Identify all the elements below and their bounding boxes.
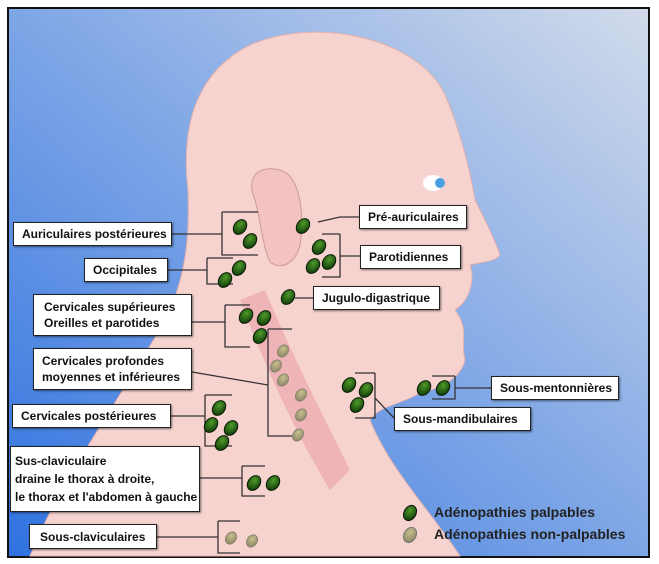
label-cervicales-superieures: Cervicales supérieures Oreilles et parot… [33, 294, 192, 336]
palpable-node [416, 380, 432, 396]
leader-line [432, 375, 491, 400]
label-sus-claviculaire: Sus-claviculaire draine le thorax à droi… [10, 446, 200, 512]
leader-line [322, 233, 360, 278]
palpable-node [265, 475, 281, 491]
label-occipitales: Occipitales [84, 258, 168, 282]
palpable-node [238, 308, 254, 324]
palpable-node [232, 219, 248, 235]
non-palpable-node [294, 388, 308, 402]
lymph-nodes [203, 218, 451, 548]
palpable-node [246, 475, 262, 491]
non-palpable-node [224, 531, 238, 545]
legend-palpable-label: Adénopathies palpables [434, 504, 596, 520]
label-line: Cervicales profondes [42, 354, 165, 368]
label-cervicales-posterieures: Cervicales postérieures [12, 404, 171, 428]
label-line: moyennes et inférieures [42, 370, 181, 384]
leader-line [241, 465, 265, 497]
palpable-node [280, 289, 296, 305]
palpable-node [242, 233, 258, 249]
iris [435, 178, 445, 188]
label-pre-auriculaires: Pré-auriculaires [359, 205, 467, 229]
non-palpable-node [294, 408, 308, 422]
palpable-node [211, 400, 227, 416]
palpable-node [217, 272, 233, 288]
non-palpable-node [276, 373, 290, 387]
palpable-node [231, 260, 247, 276]
non-palpable-node [291, 428, 305, 442]
palpable-node [305, 258, 321, 274]
non-palpable-node [269, 359, 283, 373]
palpable-node [295, 218, 311, 234]
label-sous-mandibulaires: Sous-mandibulaires [394, 407, 531, 431]
label-line: Sus-claviculaire [15, 454, 107, 468]
leader-line [224, 304, 250, 348]
leader-line [267, 328, 292, 437]
leader-line [221, 211, 258, 256]
leader-line [217, 520, 240, 554]
palpable-node [311, 239, 327, 255]
palpable-node [223, 420, 239, 436]
label-jugulo-digastrique: Jugulo-digastrique [313, 286, 440, 310]
label-line: draine le thorax à droite, [15, 472, 155, 486]
label-line: Oreilles et parotides [44, 316, 160, 330]
label-sous-claviculaires: Sous-claviculaires [29, 524, 157, 549]
label-line: Cervicales supérieures [44, 300, 176, 314]
label-line: le thorax et l'abdomen à gauche [15, 490, 198, 504]
palpable-node [358, 382, 374, 398]
leader-lines [157, 211, 491, 554]
ear [251, 168, 303, 267]
palpable-node [214, 435, 230, 451]
leader-line [317, 216, 359, 223]
palpable-node [435, 380, 451, 396]
label-sous-mentonnieres: Sous-mentonnières [491, 376, 619, 400]
palpable-node [349, 397, 365, 413]
palpable-node [203, 417, 219, 433]
palpable-node [341, 377, 357, 393]
label-cervicales-profondes: Cervicales profondes moyennes et inférie… [33, 348, 192, 390]
non-palpable-node [276, 344, 290, 358]
leader-line [355, 372, 395, 419]
legend-non-palpable-label: Adénopathies non-palpables [434, 526, 626, 542]
legend-palpable-icon [402, 504, 418, 522]
palpable-node [252, 328, 268, 344]
leader-line [191, 371, 269, 386]
label-auriculaires-posterieures: Auriculaires postérieures [13, 222, 172, 246]
palpable-node [256, 310, 272, 326]
legend-non-palpable-icon [402, 526, 418, 544]
label-parotidiennes: Parotidiennes [360, 245, 461, 269]
palpable-node [321, 254, 337, 270]
non-palpable-node [245, 534, 259, 548]
